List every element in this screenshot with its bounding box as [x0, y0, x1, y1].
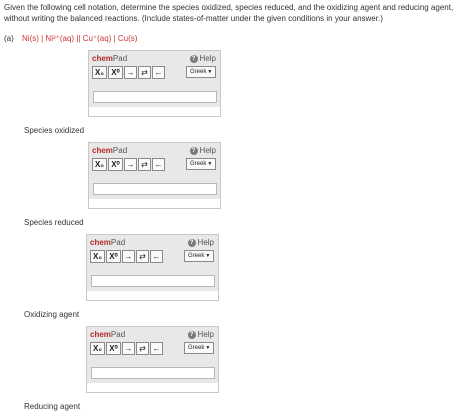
left-arrow-button[interactable]: ←	[152, 66, 165, 79]
chempad-toolbar: X₀ X⁰ → ⇄ ←	[90, 342, 163, 355]
species-reduced-label: Species reduced	[24, 218, 84, 227]
superscript-button[interactable]: X⁰	[108, 158, 123, 171]
right-arrow-button[interactable]: →	[124, 158, 137, 171]
chevron-down-icon: ▼	[205, 345, 211, 351]
chempad-reducing-agent: chemPad ?Help X₀ X⁰ → ⇄ ← Greek▼	[86, 326, 219, 393]
chempad-species-reduced: chemPad ?Help X₀ X⁰ → ⇄ ← Greek▼	[88, 142, 221, 209]
equilibrium-arrow-button[interactable]: ⇄	[136, 342, 149, 355]
chempad-toolbar: X₀ X⁰ → ⇄ ←	[90, 250, 163, 263]
chempad-toolbar: X₀ X⁰ → ⇄ ←	[92, 66, 165, 79]
help-link[interactable]: ?Help	[189, 146, 216, 156]
species-oxidized-label: Species oxidized	[24, 126, 85, 135]
subscript-button[interactable]: X₀	[92, 158, 107, 171]
help-link[interactable]: ?Help	[187, 330, 214, 340]
greek-dropdown[interactable]: Greek▼	[186, 158, 216, 170]
cell-notation: Ni(s) | Ni²⁺(aq) || Cu⁺(aq) | Cu(s)	[22, 34, 138, 43]
chempad-title: chemPad	[90, 238, 126, 247]
left-arrow-button[interactable]: ←	[152, 158, 165, 171]
subscript-button[interactable]: X₀	[92, 66, 107, 79]
chevron-down-icon: ▼	[205, 253, 211, 259]
help-link[interactable]: ?Help	[189, 54, 216, 64]
greek-dropdown[interactable]: Greek▼	[186, 66, 216, 78]
question-circle-icon: ?	[189, 147, 198, 155]
chempad-title: chemPad	[92, 54, 128, 63]
left-arrow-button[interactable]: ←	[150, 250, 163, 263]
superscript-button[interactable]: X⁰	[108, 66, 123, 79]
part-a-label: (a)	[4, 34, 14, 43]
reducing-agent-input[interactable]	[91, 367, 215, 379]
part-a-header: (a) Ni(s) | Ni²⁺(aq) || Cu⁺(aq) | Cu(s)	[4, 34, 137, 44]
right-arrow-button[interactable]: →	[122, 250, 135, 263]
subscript-button[interactable]: X₀	[90, 342, 105, 355]
superscript-button[interactable]: X⁰	[106, 342, 121, 355]
question-text: Given the following cell notation, deter…	[4, 3, 454, 23]
chevron-down-icon: ▼	[207, 69, 213, 75]
species-oxidized-input[interactable]	[93, 91, 217, 103]
chevron-down-icon: ▼	[207, 161, 213, 167]
superscript-button[interactable]: X⁰	[106, 250, 121, 263]
equilibrium-arrow-button[interactable]: ⇄	[138, 66, 151, 79]
equilibrium-arrow-button[interactable]: ⇄	[138, 158, 151, 171]
chempad-title: chemPad	[92, 146, 128, 155]
right-arrow-button[interactable]: →	[124, 66, 137, 79]
help-link[interactable]: ?Help	[187, 238, 214, 248]
left-arrow-button[interactable]: ←	[150, 342, 163, 355]
question-circle-icon: ?	[187, 331, 196, 339]
question-circle-icon: ?	[187, 239, 196, 247]
equilibrium-arrow-button[interactable]: ⇄	[136, 250, 149, 263]
reducing-agent-label: Reducing agent	[24, 402, 81, 411]
oxidizing-agent-input[interactable]	[91, 275, 215, 287]
greek-dropdown[interactable]: Greek▼	[184, 342, 214, 354]
species-reduced-input[interactable]	[93, 183, 217, 195]
chempad-oxidizing-agent: chemPad ?Help X₀ X⁰ → ⇄ ← Greek▼	[86, 234, 219, 301]
oxidizing-agent-label: Oxidizing agent	[24, 310, 80, 319]
subscript-button[interactable]: X₀	[90, 250, 105, 263]
chempad-toolbar: X₀ X⁰ → ⇄ ←	[92, 158, 165, 171]
right-arrow-button[interactable]: →	[122, 342, 135, 355]
question-circle-icon: ?	[189, 55, 198, 63]
chempad-species-oxidized: chemPad ?Help X₀ X⁰ → ⇄ ← Greek▼	[88, 50, 221, 117]
chempad-title: chemPad	[90, 330, 126, 339]
greek-dropdown[interactable]: Greek▼	[184, 250, 214, 262]
